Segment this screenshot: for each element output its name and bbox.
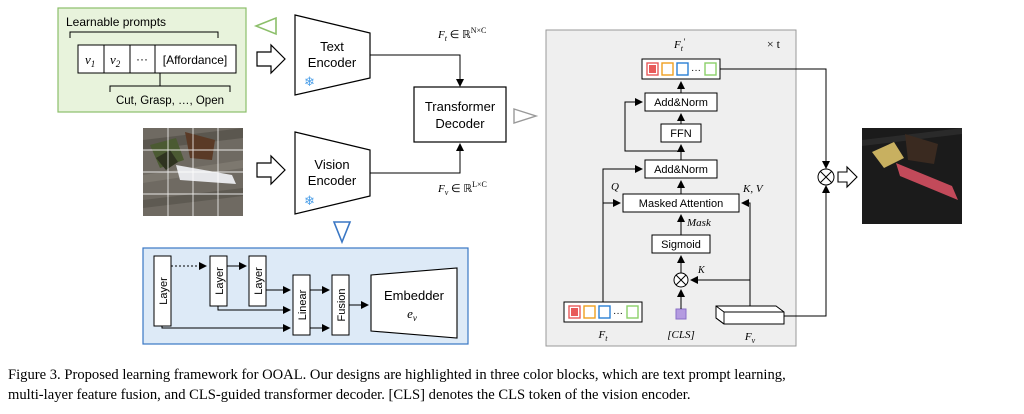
vision-encoder: Vision Encoder ❄ [294,131,371,215]
decoder-label-2: Decoder [435,116,485,131]
frozen-snowflake-icon: ❄ [304,193,315,208]
detail-panel-bg [545,29,797,347]
hollow-arrow-icon [837,165,858,189]
layer-label-1: Layer [158,277,170,305]
repeat-label: × t [767,37,781,51]
transformer-decoder: Transformer Decoder [413,86,507,143]
embedder-label: Embedder [384,288,445,303]
q-label: Q [611,181,619,193]
prompt-token-dots: ··· [136,52,148,66]
prompt-classes: Cut, Grasp, …, Open [116,95,224,107]
svg-text:···: ··· [691,65,701,76]
hollow-arrow-icon [256,43,286,75]
figure-caption: Figure 3. Proposed learning framework fo… [8,365,1018,405]
decoder-pointer-icon [513,108,539,124]
output-prediction-image [862,128,962,224]
fusion-label: Fusion [336,288,348,321]
mask-label: Mask [686,217,712,229]
add-norm-top-label: Add&Norm [654,97,708,109]
embedder-box [370,267,458,339]
prompt-token-affordance: [Affordance] [163,53,228,67]
layer-label-2: Layer [214,267,226,295]
decoder-detail-panel: × t Ft′ ··· Add&Norm FFN Add&Norm Masked… [545,29,797,347]
text-encoder: Text Encoder ❄ [294,14,371,96]
frozen-snowflake-icon: ❄ [304,74,315,89]
output-feature-label: Ft′ [673,37,686,53]
masked-attention-label: Masked Attention [639,198,723,210]
prompt-learning-block: Learnable prompts v1 v2 ··· [Affordance]… [57,7,247,113]
text-feature-label: Ft ∈ ℝN×C [437,26,486,43]
add-norm-mid-label: Add&Norm [654,164,708,176]
decoder-label-1: Transformer [425,99,496,114]
caption-line-2: multi-layer feature fusion, and CLS-guid… [8,387,691,403]
ffn-label: FFN [670,128,691,140]
text-encoder-label-1: Text [320,39,344,54]
layer-label-3: Layer [253,267,265,295]
k-label: K [697,265,706,276]
layer-box-3 [248,255,267,307]
prompt-token-v1: v1 [85,52,95,69]
prompt-block-title: Learnable prompts [66,15,166,29]
cls-token [675,308,687,320]
embedder-symbol: ev [407,306,417,323]
ft-label: Ft [598,329,609,343]
input-image [143,128,243,216]
kv-label: K, V [742,183,764,195]
linear-label: Linear [297,289,309,320]
feature-fusion-block: Layer Layer Layer Linear Fusion Embedder… [142,247,469,345]
fv-label: Fv [744,331,756,345]
caption-line-1: Figure 3. Proposed learning framework fo… [8,367,786,383]
vision-encoder-label-2: Encoder [308,173,357,188]
svg-text:···: ··· [613,308,623,319]
prompt-pointer-icon [253,16,277,36]
hollow-arrow-icon [256,154,286,186]
vision-feature-label: Fv ∈ ℝL×C [437,180,487,197]
vision-encoder-label-1: Vision [314,157,349,172]
linear-box [292,274,311,336]
sigmoid-label: Sigmoid [661,239,701,251]
prompt-token-v2: v2 [110,52,121,69]
framework-diagram: Learnable prompts v1 v2 ··· [Affordance]… [57,7,962,347]
fusion-pointer-icon [332,221,352,245]
cls-label: [CLS] [667,329,695,341]
text-encoder-label-2: Encoder [308,55,357,70]
